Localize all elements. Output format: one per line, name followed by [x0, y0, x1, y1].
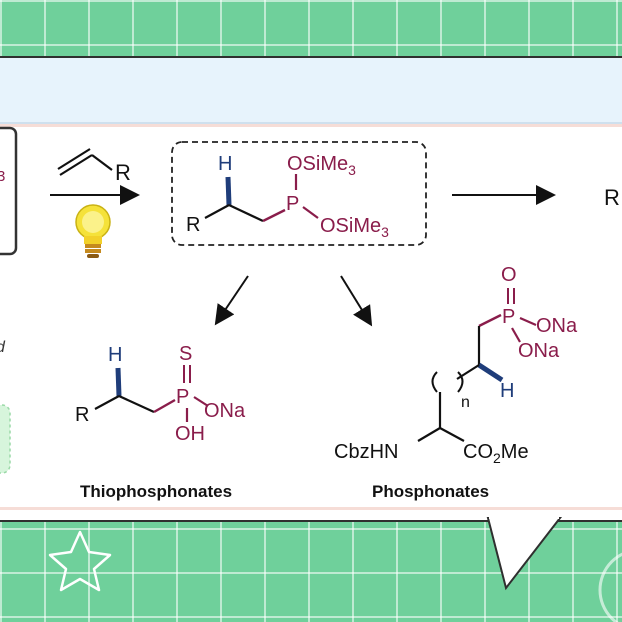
intermediate-dashed-box — [171, 141, 427, 246]
card-header-band — [0, 58, 622, 124]
thio-h-label: H — [108, 344, 122, 366]
left-green-tag — [0, 404, 11, 474]
alkene-r-label: R — [115, 160, 131, 185]
phos-ester-me: Me — [501, 441, 529, 463]
phos-ona1-label: ONa — [536, 315, 578, 337]
phos-o-label: O — [501, 264, 517, 286]
reaction-scheme-panel — [0, 124, 622, 510]
left-subscript: 3 — [0, 168, 5, 185]
thio-ona-label: ONa — [204, 400, 246, 422]
phos-ester-sub: 2 — [493, 450, 501, 466]
phos-n-label: n — [461, 394, 470, 411]
phos-p-label: P — [502, 306, 515, 328]
phos-cbzhn-label: CbzHN — [334, 441, 398, 463]
thio-s-label: S — [179, 343, 192, 365]
thiophosphonates-caption: Thiophosphonates — [80, 482, 233, 501]
intermediate-bottom-sub: 3 — [381, 224, 389, 240]
thio-r-label: R — [75, 404, 89, 426]
alkene-reagent: R — [57, 148, 131, 185]
light-bulb-icon — [75, 204, 111, 258]
phosphonate-structure: O P ONa ONa H n CbzHN CO2Me — [334, 264, 578, 466]
thiophosphonate-structure: H R P S ONa OH — [75, 343, 246, 445]
arrow-to-phosphonate — [340, 275, 373, 327]
content-card — [0, 56, 622, 522]
intermediate-structure: H R P OSiMe3 OSiMe3 — [186, 153, 389, 240]
intermediate-top-group: OSiMe — [287, 153, 348, 175]
svg-text:OSiMe3: OSiMe3 — [287, 153, 356, 178]
intermediate-h-label: H — [218, 153, 232, 175]
phos-h-label: H — [500, 380, 514, 402]
left-italic-fragment: d — [0, 339, 6, 356]
intermediate-top-sub: 3 — [348, 162, 356, 178]
intermediate-r-label: R — [186, 214, 200, 236]
phosphonates-caption: Phosphonates — [372, 482, 490, 501]
arrow-to-thiophosphonate — [214, 275, 249, 326]
phos-ester-co: CO — [463, 441, 493, 463]
left-reagent-box: 3 — [0, 126, 18, 256]
svg-text:OSiMe3: OSiMe3 — [320, 215, 389, 240]
intermediate-bottom-group: OSiMe — [320, 215, 381, 237]
phos-ona2-label: ONa — [518, 340, 560, 362]
thio-p-label: P — [176, 386, 189, 408]
right-product-r-label: R — [604, 185, 620, 210]
thio-oh-label: OH — [175, 423, 205, 445]
intermediate-p-label: P — [286, 193, 299, 215]
svg-text:CO2Me: CO2Me — [463, 441, 529, 466]
